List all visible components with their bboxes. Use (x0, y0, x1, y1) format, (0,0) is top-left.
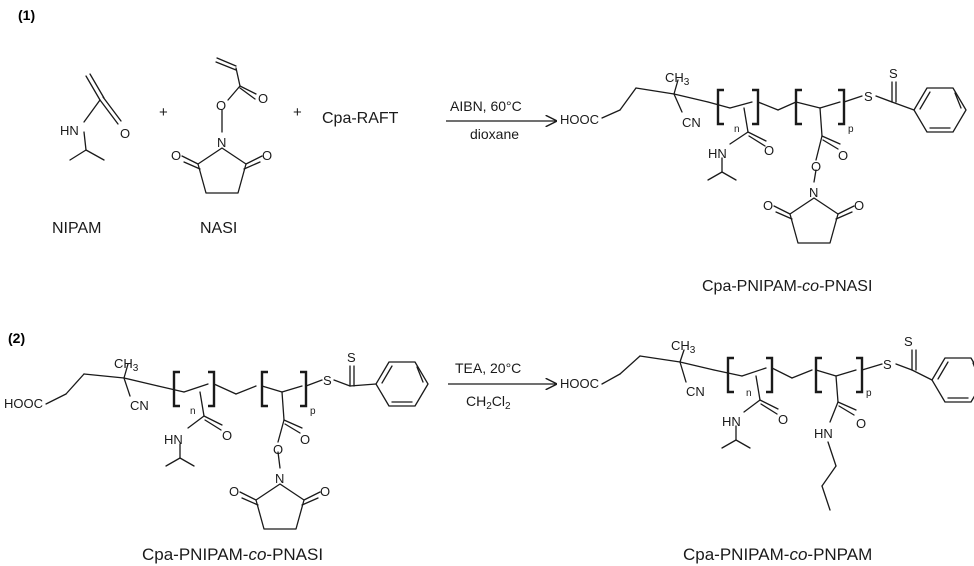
cpa-raft-label: Cpa-RAFT (322, 110, 399, 127)
nasi-ester-o: O (216, 98, 226, 113)
condition-2-bottom: CH2Cl2 (466, 393, 511, 412)
product-2-thio-s: S (883, 357, 892, 372)
product-2-structure (601, 349, 974, 511)
step-2-reactant-hn: HN (164, 432, 183, 447)
condition-1-bottom: dioxane (470, 126, 519, 142)
step-2-reactant-n-subscript: n (190, 406, 196, 417)
step-2-reactant-hooc: HOOC (4, 396, 43, 411)
nipam-label: NIPAM (52, 220, 101, 237)
step-2-reactant-succ-o-left: O (229, 484, 239, 499)
nasi-carbonyl-o: O (258, 91, 268, 106)
step-2-reactant-ester-carbonyl-o: O (300, 432, 310, 447)
step-2-reactant-p-subscript: p (310, 406, 316, 417)
nasi-o-right: O (262, 148, 272, 163)
product-1-ch3: CH3 (665, 70, 690, 88)
nasi-n-label: N (217, 135, 226, 150)
nasi-label: NASI (200, 220, 237, 237)
step-1-label: (1) (18, 7, 35, 23)
product-1-ester-carbonyl-o: O (838, 148, 848, 163)
nipam-hn-label: HN (60, 123, 79, 138)
product-2-n-subscript: n (746, 388, 752, 399)
condition-1-top: AIBN, 60°C (450, 98, 522, 114)
product-2-p-subscript: p (866, 388, 872, 399)
step-2-reactant-amide-o: O (222, 428, 232, 443)
step-2-reactant-thio-s: S (323, 373, 332, 388)
nipam-o-label: O (120, 126, 130, 141)
step-2-reactant-ch3: CH3 (114, 356, 139, 374)
product-1-succ-n: N (809, 185, 818, 200)
step-2-reactant-succ-o-right: O (320, 484, 330, 499)
product-1-n-subscript: n (734, 124, 740, 135)
nasi-o-left: O (171, 148, 181, 163)
product-1-name: Cpa-PNIPAM-co-PNASI (702, 278, 872, 295)
step-2-reactant-thiocarbonyl-s: S (347, 350, 356, 365)
product-1-ester-o: O (811, 159, 821, 174)
step-2-reactant-succ-n: N (275, 471, 284, 486)
product-2-cn: CN (686, 384, 705, 399)
step-2-reactant-ester-o: O (273, 442, 283, 457)
product-2-thiocarbonyl-s: S (904, 334, 913, 349)
product-2-amide-o-1: O (778, 412, 788, 427)
step-2-label: (2) (8, 330, 25, 346)
product-2-amide-o-2: O (856, 416, 866, 431)
plus-sign-1: + (159, 104, 168, 121)
nipam-structure (69, 73, 122, 161)
product-2-hooc: HOOC (560, 376, 599, 391)
product-1-hooc: HOOC (560, 112, 599, 127)
product-1-structure (601, 79, 967, 244)
condition-2-top: TEA, 20°C (455, 360, 521, 376)
step-2-reactant-structure (45, 361, 429, 530)
product-1-hn: HN (708, 146, 727, 161)
product-2-ch3: CH3 (671, 338, 696, 356)
nasi-structure (181, 57, 263, 194)
product-1-thio-s: S (864, 89, 873, 104)
product-1-amide-o: O (764, 143, 774, 158)
product-2-name: Cpa-PNIPAM-co-PNPAM (683, 545, 872, 564)
step-2-reactant-cn: CN (130, 398, 149, 413)
plus-sign-2: + (293, 104, 302, 121)
product-1-cn: CN (682, 115, 701, 130)
product-1-thiocarbonyl-s: S (889, 66, 898, 81)
product-1-succ-o-right: O (854, 198, 864, 213)
step-2-reactant-name: Cpa-PNIPAM-co-PNASI (142, 545, 323, 564)
product-2-hn-1: HN (722, 414, 741, 429)
product-1-p-subscript: p (848, 124, 854, 135)
product-2-hn-2: HN (814, 426, 833, 441)
product-1-succ-o-left: O (763, 198, 773, 213)
